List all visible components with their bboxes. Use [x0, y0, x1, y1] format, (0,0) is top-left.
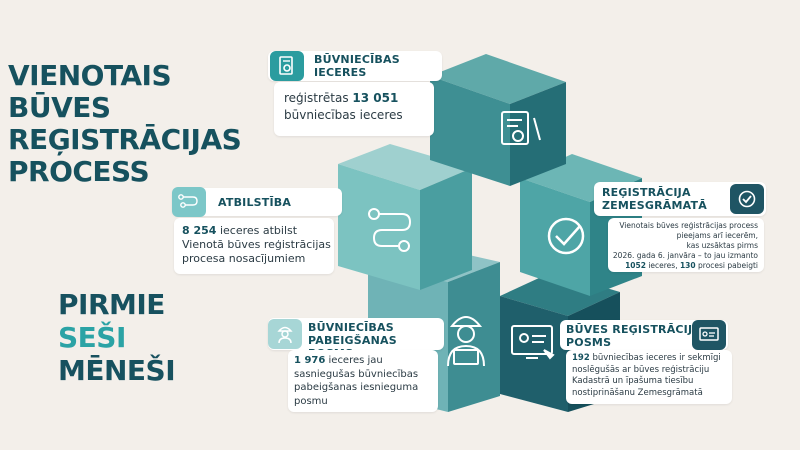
main-title: VIENOTAIS BŪVES REĢISTRĀCIJAS PROCESS: [8, 59, 242, 188]
cube-middle-left: [338, 144, 472, 290]
subtitle-line-2: SEŠI: [58, 321, 126, 354]
registracija-count: 192: [572, 353, 590, 363]
card-registracija-title: BŪVES REĢISTRĀCIJAS POSMS: [566, 323, 710, 349]
worker-icon: [268, 319, 302, 349]
subtitle-line-1: PIRMIE: [58, 288, 165, 321]
card-atbilstiba-body: 8 254 ieceres atbilst Vienotā būves reģi…: [174, 218, 334, 274]
card-pabeigsana-header: BŪVNIECĪBAS PABEIGŠANAS POSMS: [268, 318, 444, 360]
zemesgramata-procesi-count: 130: [679, 261, 696, 270]
card-zemesgramata-header: REĢISTRĀCIJA ZEMESGRĀMATĀ: [594, 182, 766, 216]
computer-id-icon: [511, 325, 555, 360]
check-badge-icon: [547, 217, 585, 255]
title-line-2: BŪVES: [8, 91, 111, 124]
worker-icon: [447, 316, 485, 367]
subtitle-line-3: MĒNEŠI: [58, 354, 176, 387]
card-zemesgramata-body: Vienotais būves reģistrācijas process pi…: [608, 218, 764, 272]
card-atbilstiba-title: ATBILSTĪBA: [218, 196, 292, 209]
computer-id-icon: [692, 320, 726, 350]
card-ieceres-header: BŪVNIECĪBAS IECERES: [268, 51, 442, 81]
title-line-3: REĢISTRĀCIJAS: [8, 123, 242, 156]
card-ieceres-title: BŪVNIECĪBAS IECERES: [314, 53, 400, 79]
title-line-1: VIENOTAIS: [8, 59, 172, 92]
cube-top: [430, 54, 566, 186]
document-gear-icon: [501, 111, 541, 145]
ieceres-count: 13 051: [352, 91, 399, 105]
document-gear-icon: [270, 51, 304, 81]
zemesgramata-ieceres-count: 1052: [625, 261, 646, 270]
card-registracija-body: 192 būvniecības ieceres ir sekmīgi noslē…: [566, 350, 732, 404]
title-line-4: PROCESS: [8, 155, 150, 188]
card-registracija-header: BŪVES REĢISTRĀCIJAS POSMS: [560, 320, 728, 350]
subtitle: PIRMIE SEŠI MĒNEŠI: [58, 288, 176, 387]
pabeigsana-count: 1 976: [294, 355, 326, 366]
card-atbilstiba-header: ATBILSTĪBA: [172, 187, 342, 217]
check-badge-icon: [730, 184, 764, 214]
process-path-icon: [172, 187, 206, 217]
card-zemesgramata-title: REĢISTRĀCIJA ZEMESGRĀMATĀ: [602, 186, 707, 212]
card-pabeigsana-body: 1 976 ieceres jau sasniegušas būvniecība…: [288, 350, 438, 412]
card-ieceres-body: reģistrētas 13 051 būvniecības ieceres: [274, 82, 434, 136]
process-path-icon: [368, 208, 412, 252]
atbilstiba-count: 8 254: [182, 224, 217, 237]
